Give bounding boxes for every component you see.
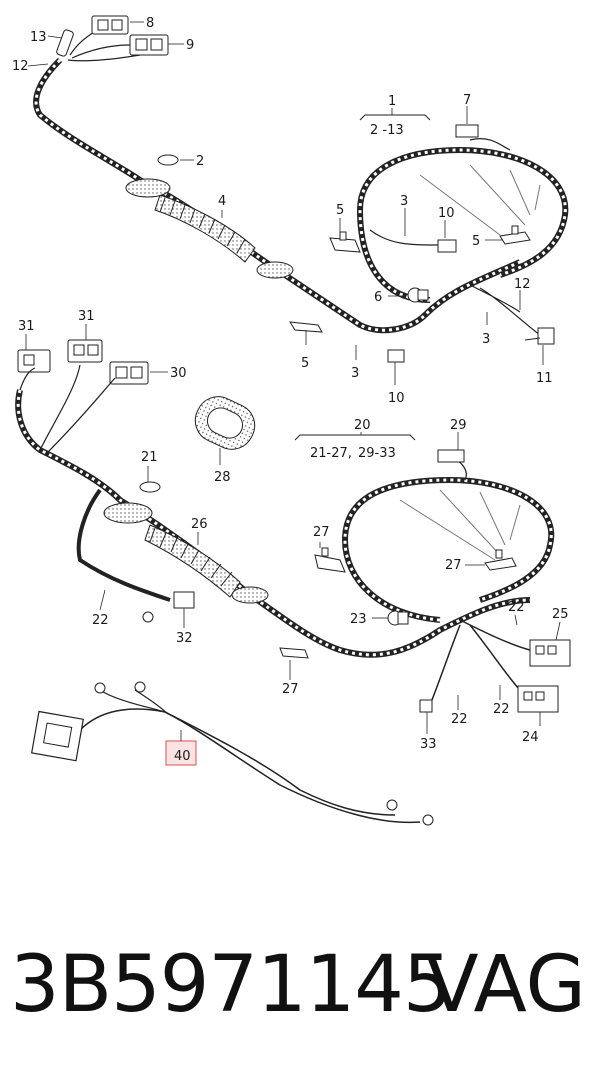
callout-labels: 13 12 8 9 2 4 1 2 -13 7 5 3 10 5 6 12 5 …: [12, 16, 569, 764]
label-27c: 27: [282, 682, 299, 697]
footer: 3B5971145 VAG: [0, 930, 600, 1040]
brand-name: VAG: [425, 940, 586, 1030]
label-22b: 22: [92, 613, 109, 628]
label-1: 1: [388, 94, 396, 109]
label-12b: 12: [514, 277, 531, 292]
label-30: 30: [170, 366, 187, 381]
corrugated-sleeve-26: [144, 524, 241, 598]
label-2-13: 2 -13: [370, 123, 404, 138]
label-23: 23: [350, 612, 367, 627]
label-27b: 27: [445, 558, 462, 573]
label-40: 40: [174, 749, 191, 764]
label-5a: 5: [336, 203, 344, 218]
label-7: 7: [463, 93, 471, 108]
label-29-33: 29-33: [358, 446, 396, 461]
leader-lines: [25, 21, 561, 741]
connectors-30-31: [17, 339, 149, 385]
label-4: 4: [218, 194, 226, 209]
label-12: 12: [12, 59, 29, 74]
label-26: 26: [191, 517, 208, 532]
connector-13: [56, 29, 74, 57]
upper-harness: [33, 27, 569, 336]
label-5c: 5: [301, 356, 309, 371]
label-32: 32: [176, 631, 193, 646]
label-10b: 10: [388, 391, 405, 406]
label-11: 11: [536, 371, 553, 386]
label-22a: 22: [508, 600, 525, 615]
connector-10: [387, 239, 457, 363]
label-21-27: 21-27,: [310, 446, 352, 461]
label-21: 21: [141, 450, 158, 465]
label-5b: 5: [472, 234, 480, 249]
connector-7: [455, 124, 479, 138]
label-22d: 22: [493, 702, 510, 717]
connector-11: [524, 327, 555, 345]
corrugated-sleeve-4: [154, 194, 256, 263]
grommet-28: [194, 396, 256, 450]
label-9: 9: [186, 38, 194, 53]
clip-5: [289, 225, 531, 333]
connector-6: [407, 287, 429, 303]
connector-8: [91, 15, 129, 35]
label-25: 25: [552, 607, 569, 622]
label-22c: 22: [451, 712, 468, 727]
grommet-upper-2: [256, 261, 294, 279]
clip-2: [157, 154, 179, 166]
lower-connectors: [139, 449, 571, 713]
wiring-harness-diagram: 13 12 8 9 2 4 1 2 -13 7 5 3 10 5 6 12 5 …: [12, 15, 571, 826]
cable-40: [30, 681, 434, 826]
label-2: 2: [196, 154, 204, 169]
label-28: 28: [214, 470, 231, 485]
label-8: 8: [146, 16, 154, 31]
label-31a: 31: [18, 319, 35, 334]
label-3b: 3: [351, 366, 359, 381]
label-29: 29: [450, 418, 467, 433]
label-6: 6: [374, 290, 382, 305]
label-20: 20: [354, 418, 371, 433]
grommet-lower-2: [231, 586, 269, 604]
part-number: 3B5971145: [10, 940, 453, 1030]
label-31b: 31: [78, 309, 95, 324]
connector-9: [129, 34, 169, 56]
label-27a: 27: [313, 525, 330, 540]
label-10a: 10: [438, 206, 455, 221]
label-13: 13: [30, 30, 47, 45]
label-3a: 3: [400, 194, 408, 209]
label-33: 33: [420, 737, 437, 752]
grommet-lower-1: [103, 502, 153, 524]
grommet-upper-1: [125, 178, 171, 198]
label-24: 24: [522, 730, 539, 745]
label-3c: 3: [482, 332, 490, 347]
upper-loop: [356, 146, 569, 303]
